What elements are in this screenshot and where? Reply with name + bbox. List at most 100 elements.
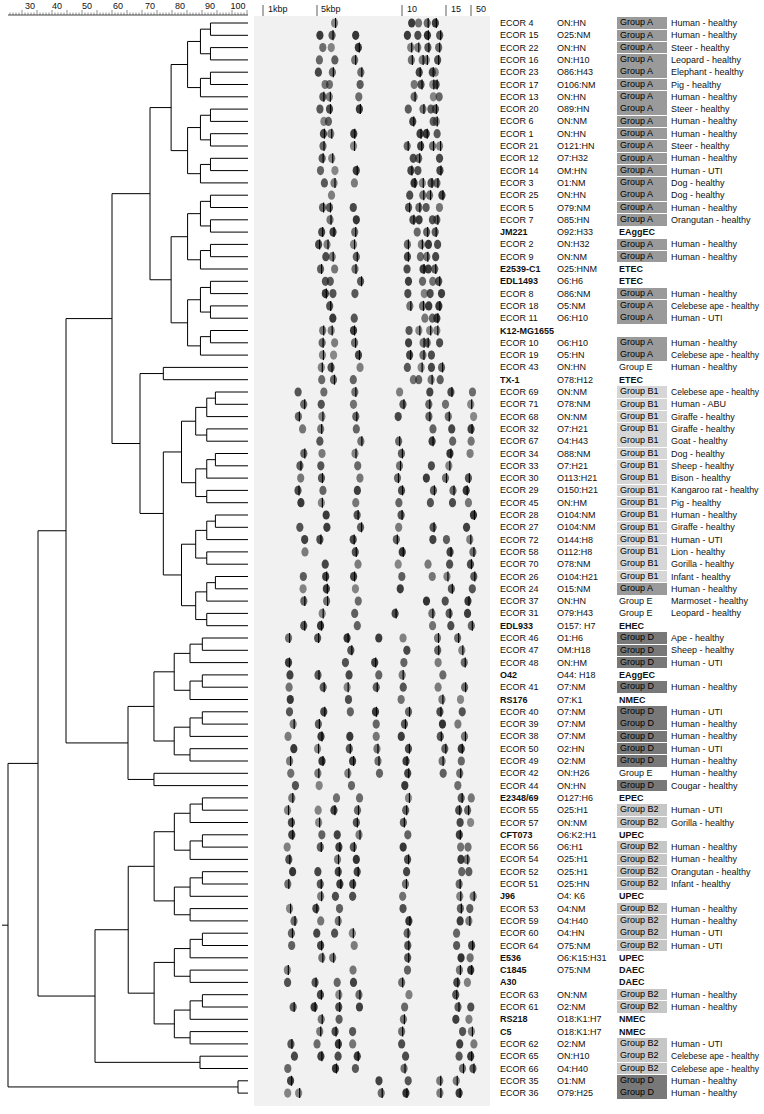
gel-band bbox=[288, 929, 295, 938]
scale-tick bbox=[178, 13, 179, 16]
band-mark bbox=[458, 633, 459, 643]
dendrogram-branch bbox=[200, 287, 210, 288]
gel-band bbox=[403, 264, 410, 273]
scale-tick bbox=[208, 13, 209, 16]
gel-band bbox=[351, 338, 358, 347]
dendrogram-branch bbox=[171, 64, 187, 65]
host-source: Giraffe - healthy bbox=[671, 521, 735, 533]
gel-band bbox=[454, 1002, 461, 1011]
host-source: Elephant - healthy bbox=[671, 66, 744, 78]
group-box: Group A bbox=[617, 66, 667, 78]
strain-name: ECOR 7 bbox=[500, 214, 534, 226]
gel-band bbox=[402, 1089, 409, 1098]
group-label: Group A bbox=[617, 349, 667, 360]
gel-band bbox=[395, 560, 402, 569]
serotype: O7:NM bbox=[557, 706, 586, 718]
gel-band bbox=[335, 1002, 342, 1011]
gel-band bbox=[351, 387, 358, 396]
strain-name: ECOR 13 bbox=[500, 91, 539, 103]
gel-band bbox=[405, 707, 412, 716]
gel-band bbox=[319, 351, 326, 360]
gel-band bbox=[459, 707, 466, 716]
host-source: Human - UTI bbox=[671, 534, 723, 546]
scale-tick bbox=[130, 13, 131, 16]
group-label: Group B2 bbox=[617, 1063, 667, 1074]
gel-band bbox=[319, 43, 326, 52]
gel-band bbox=[457, 843, 464, 852]
gel-band bbox=[399, 904, 406, 913]
gel-band bbox=[432, 68, 439, 77]
group-label: Group A bbox=[617, 91, 667, 102]
band-mark bbox=[408, 854, 409, 864]
gel-band bbox=[395, 437, 402, 446]
gel-band bbox=[440, 769, 447, 778]
dendrogram-branch bbox=[210, 158, 248, 159]
band-mark bbox=[339, 1039, 340, 1049]
band-mark bbox=[418, 43, 419, 53]
gel-band bbox=[429, 424, 436, 433]
band-mark bbox=[377, 744, 378, 754]
serotype: O112:H8 bbox=[557, 546, 592, 558]
gel-band bbox=[391, 609, 398, 618]
group-label: Group B2 bbox=[617, 878, 667, 889]
band-mark bbox=[378, 756, 379, 766]
gel-band bbox=[405, 793, 412, 802]
group-box: Group B1 bbox=[617, 435, 667, 447]
group-label: Group A bbox=[617, 103, 667, 114]
gel-band bbox=[371, 658, 378, 667]
host-source: Human - UTI bbox=[671, 743, 723, 755]
reference-strain: C5 bbox=[500, 1026, 512, 1038]
dendrogram-branch bbox=[200, 312, 210, 313]
band-mark bbox=[445, 744, 446, 754]
group-label: Group B2 bbox=[617, 854, 667, 865]
gel-band bbox=[349, 929, 356, 938]
gel-band bbox=[421, 314, 428, 323]
gel-band bbox=[442, 400, 449, 409]
gel-band bbox=[467, 1052, 474, 1061]
strain-name: ECOR 48 bbox=[500, 657, 539, 669]
gel-band bbox=[439, 670, 446, 679]
dendrogram-branch bbox=[207, 582, 216, 583]
gel-background bbox=[254, 16, 490, 1106]
band-mark bbox=[334, 375, 335, 385]
band-mark bbox=[440, 707, 441, 717]
gel-band bbox=[353, 166, 360, 175]
pathotype: UPEC bbox=[619, 952, 644, 964]
dendrogram-branch bbox=[154, 831, 174, 832]
dendrogram-branch bbox=[190, 681, 202, 682]
gel-band bbox=[426, 326, 433, 335]
strain-name: ECOR 52 bbox=[500, 866, 539, 878]
group-box: Group B1 bbox=[617, 472, 667, 484]
serotype: ON:NM bbox=[557, 989, 587, 1001]
pathotype: NMEC bbox=[619, 1013, 646, 1025]
gel-band bbox=[404, 31, 411, 40]
host-source: Celebese ape - healthy bbox=[671, 386, 759, 398]
serotype: O104:NM bbox=[557, 509, 596, 521]
strain-name: ECOR 12 bbox=[500, 152, 539, 164]
host-source: Human - ABU bbox=[671, 398, 726, 410]
band-mark bbox=[358, 510, 359, 520]
gel-band bbox=[398, 486, 405, 495]
band-mark bbox=[348, 768, 349, 778]
gel-band bbox=[315, 818, 322, 827]
band-mark bbox=[359, 350, 360, 360]
host-source: Human - UTI bbox=[671, 804, 723, 816]
gel-band bbox=[416, 129, 423, 138]
strain-name: ECOR 8 bbox=[500, 288, 534, 300]
strain-name: ECOR 23 bbox=[500, 66, 539, 78]
scale-tick bbox=[61, 13, 62, 16]
strain-name: ECOR 6 bbox=[500, 115, 534, 127]
gel-band bbox=[401, 1002, 408, 1011]
band-mark bbox=[447, 572, 448, 582]
gel-band bbox=[349, 966, 356, 975]
gel-band bbox=[284, 843, 291, 852]
band-mark bbox=[446, 473, 447, 483]
scale-tick bbox=[97, 10, 98, 15]
band-mark bbox=[409, 916, 410, 926]
band-mark bbox=[361, 436, 362, 446]
band-mark bbox=[400, 461, 401, 471]
scale-tick bbox=[172, 10, 173, 15]
serotype: O104:H21 bbox=[557, 571, 598, 583]
gel-band bbox=[401, 720, 408, 729]
gel-band bbox=[424, 43, 431, 52]
